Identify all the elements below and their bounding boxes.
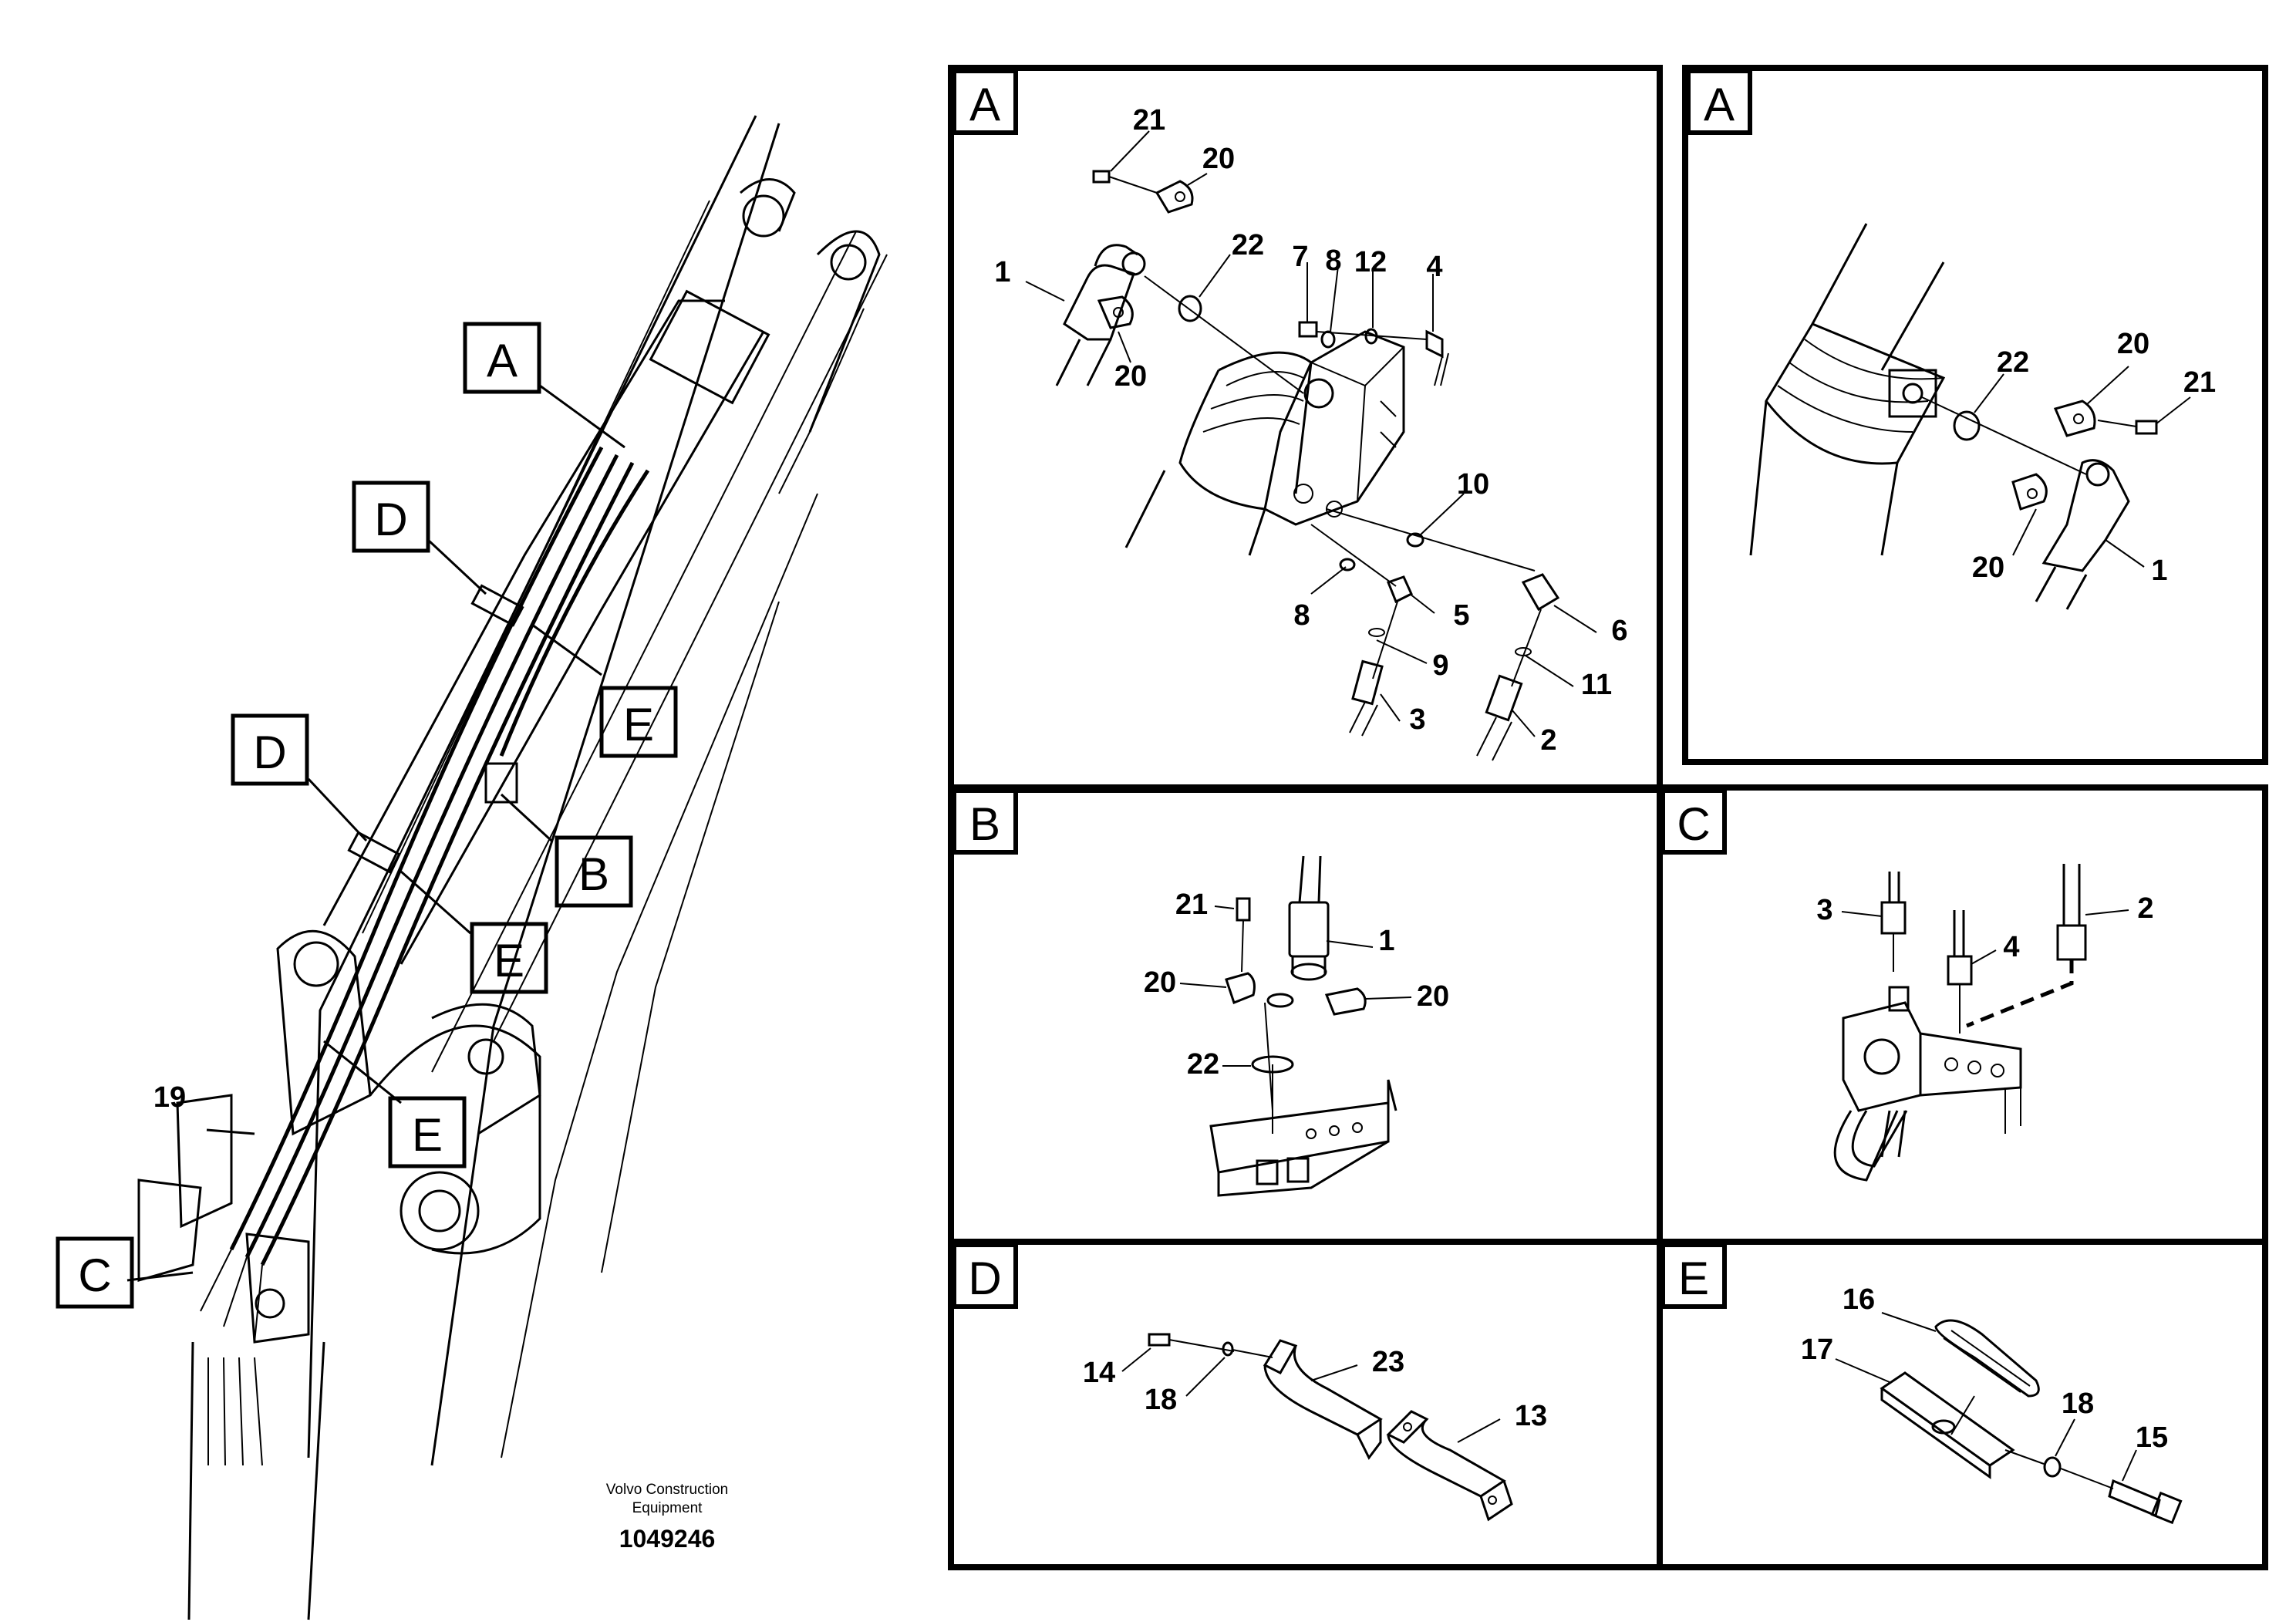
panel-d-part-13: 13 bbox=[1515, 1400, 1547, 1432]
credit-line-2: Equipment bbox=[632, 1500, 703, 1516]
callout-a[interactable]: A bbox=[463, 322, 541, 394]
panel-labels: A A B C D E bbox=[952, 69, 1752, 1309]
svg-text:C: C bbox=[78, 1249, 111, 1301]
svg-text:E: E bbox=[412, 1109, 443, 1161]
panel-a2-label: A bbox=[1704, 79, 1735, 130]
panel-a-part-8-bottom: 8 bbox=[1293, 599, 1310, 632]
callout-d-upper[interactable]: D bbox=[352, 481, 430, 553]
panel-c-part-4: 4 bbox=[2003, 931, 2019, 963]
panel-a2-drawing: 22 20 21 20 1 bbox=[1749, 223, 2216, 610]
callout-d-lower[interactable]: D bbox=[231, 713, 309, 786]
part-number-19: 19 bbox=[153, 1081, 186, 1114]
panel-a-part-21: 21 bbox=[1133, 104, 1165, 137]
svg-text:E: E bbox=[623, 699, 654, 750]
panel-a-part-7: 7 bbox=[1292, 241, 1308, 273]
panel-c-drawing: 3 4 2 bbox=[1816, 864, 2154, 1182]
drawing-number: 1049246 bbox=[619, 1525, 716, 1553]
panel-e-part-16: 16 bbox=[1843, 1283, 1875, 1316]
callout-e-lower[interactable]: E bbox=[388, 1096, 467, 1168]
panel-b-part-20-right: 20 bbox=[1417, 980, 1449, 1013]
callout-e-upper[interactable]: E bbox=[599, 686, 678, 758]
panel-a-part-11: 11 bbox=[1581, 669, 1612, 701]
panel-d-part-23: 23 bbox=[1372, 1346, 1404, 1378]
panel-d-part-14: 14 bbox=[1083, 1357, 1115, 1389]
credit-line-1: Volvo Construction bbox=[606, 1482, 728, 1498]
panel-a-part-9: 9 bbox=[1432, 649, 1448, 682]
panel-a-drawing: 21 20 1 22 7 8 12 4 20 10 8 5 6 9 11 3 2 bbox=[994, 104, 1628, 761]
svg-text:D: D bbox=[253, 727, 286, 778]
panel-a-part-10: 10 bbox=[1457, 468, 1489, 501]
svg-text:D: D bbox=[374, 494, 407, 545]
panel-a-part-20-bottom: 20 bbox=[1114, 360, 1147, 393]
panel-b-part-22: 22 bbox=[1187, 1048, 1219, 1081]
panel-b-drawing: 21 1 20 20 22 bbox=[1144, 855, 1449, 1197]
panel-a2-part-1: 1 bbox=[2151, 555, 2167, 587]
panel-e-drawing: 16 17 18 15 bbox=[1801, 1283, 2183, 1525]
callout-e-middle[interactable]: E bbox=[470, 922, 548, 994]
panel-b-part-20-left: 20 bbox=[1144, 966, 1176, 999]
panel-a-part-20-top: 20 bbox=[1202, 143, 1235, 175]
panel-a-part-8-top: 8 bbox=[1325, 244, 1341, 277]
panel-b-part-1: 1 bbox=[1378, 925, 1394, 957]
credit-block: Volvo Construction Equipment 1049246 bbox=[606, 1482, 728, 1553]
overview-callouts: A D E D B E E C 19 bbox=[56, 322, 678, 1309]
panel-a-part-12: 12 bbox=[1354, 246, 1387, 278]
panel-b-part-21: 21 bbox=[1175, 889, 1208, 921]
panel-b-label: B bbox=[969, 798, 1000, 850]
panel-e-label: E bbox=[1678, 1253, 1709, 1304]
panel-a-part-1: 1 bbox=[994, 256, 1010, 288]
panel-d-drawing: 14 18 23 13 bbox=[1083, 1333, 1547, 1522]
svg-text:A: A bbox=[487, 335, 518, 386]
panel-a-part-5: 5 bbox=[1453, 599, 1469, 632]
panel-e-part-18: 18 bbox=[2062, 1388, 2094, 1420]
panel-a-part-6: 6 bbox=[1611, 615, 1627, 647]
panel-c-part-2: 2 bbox=[2137, 892, 2153, 925]
panel-a2-part-22: 22 bbox=[1997, 346, 2029, 379]
panel-e-part-17: 17 bbox=[1801, 1334, 1833, 1366]
callout-b[interactable]: B bbox=[555, 835, 633, 908]
panel-a2-part-20-top: 20 bbox=[2117, 328, 2149, 360]
panel-a2-part-20-bottom: 20 bbox=[1972, 551, 2004, 584]
panel-a2-part-21: 21 bbox=[2183, 366, 2216, 399]
panel-a-part-2: 2 bbox=[1540, 724, 1556, 757]
panel-c-part-3: 3 bbox=[1816, 894, 1832, 926]
panel-e-part-15: 15 bbox=[2136, 1421, 2168, 1454]
boom-arm-overview bbox=[126, 115, 888, 1620]
panel-frames bbox=[948, 65, 2268, 1570]
callout-c[interactable]: C bbox=[56, 1236, 134, 1309]
panel-a-label: A bbox=[969, 79, 1000, 130]
panel-a-part-22: 22 bbox=[1232, 229, 1264, 261]
panel-c-label: C bbox=[1677, 798, 1710, 850]
svg-text:E: E bbox=[494, 935, 524, 986]
panel-a-part-4: 4 bbox=[1426, 251, 1442, 283]
panel-d-part-18: 18 bbox=[1145, 1384, 1177, 1416]
panel-a-part-3: 3 bbox=[1409, 703, 1425, 736]
panel-d-label: D bbox=[968, 1253, 1001, 1304]
svg-text:B: B bbox=[578, 848, 609, 900]
